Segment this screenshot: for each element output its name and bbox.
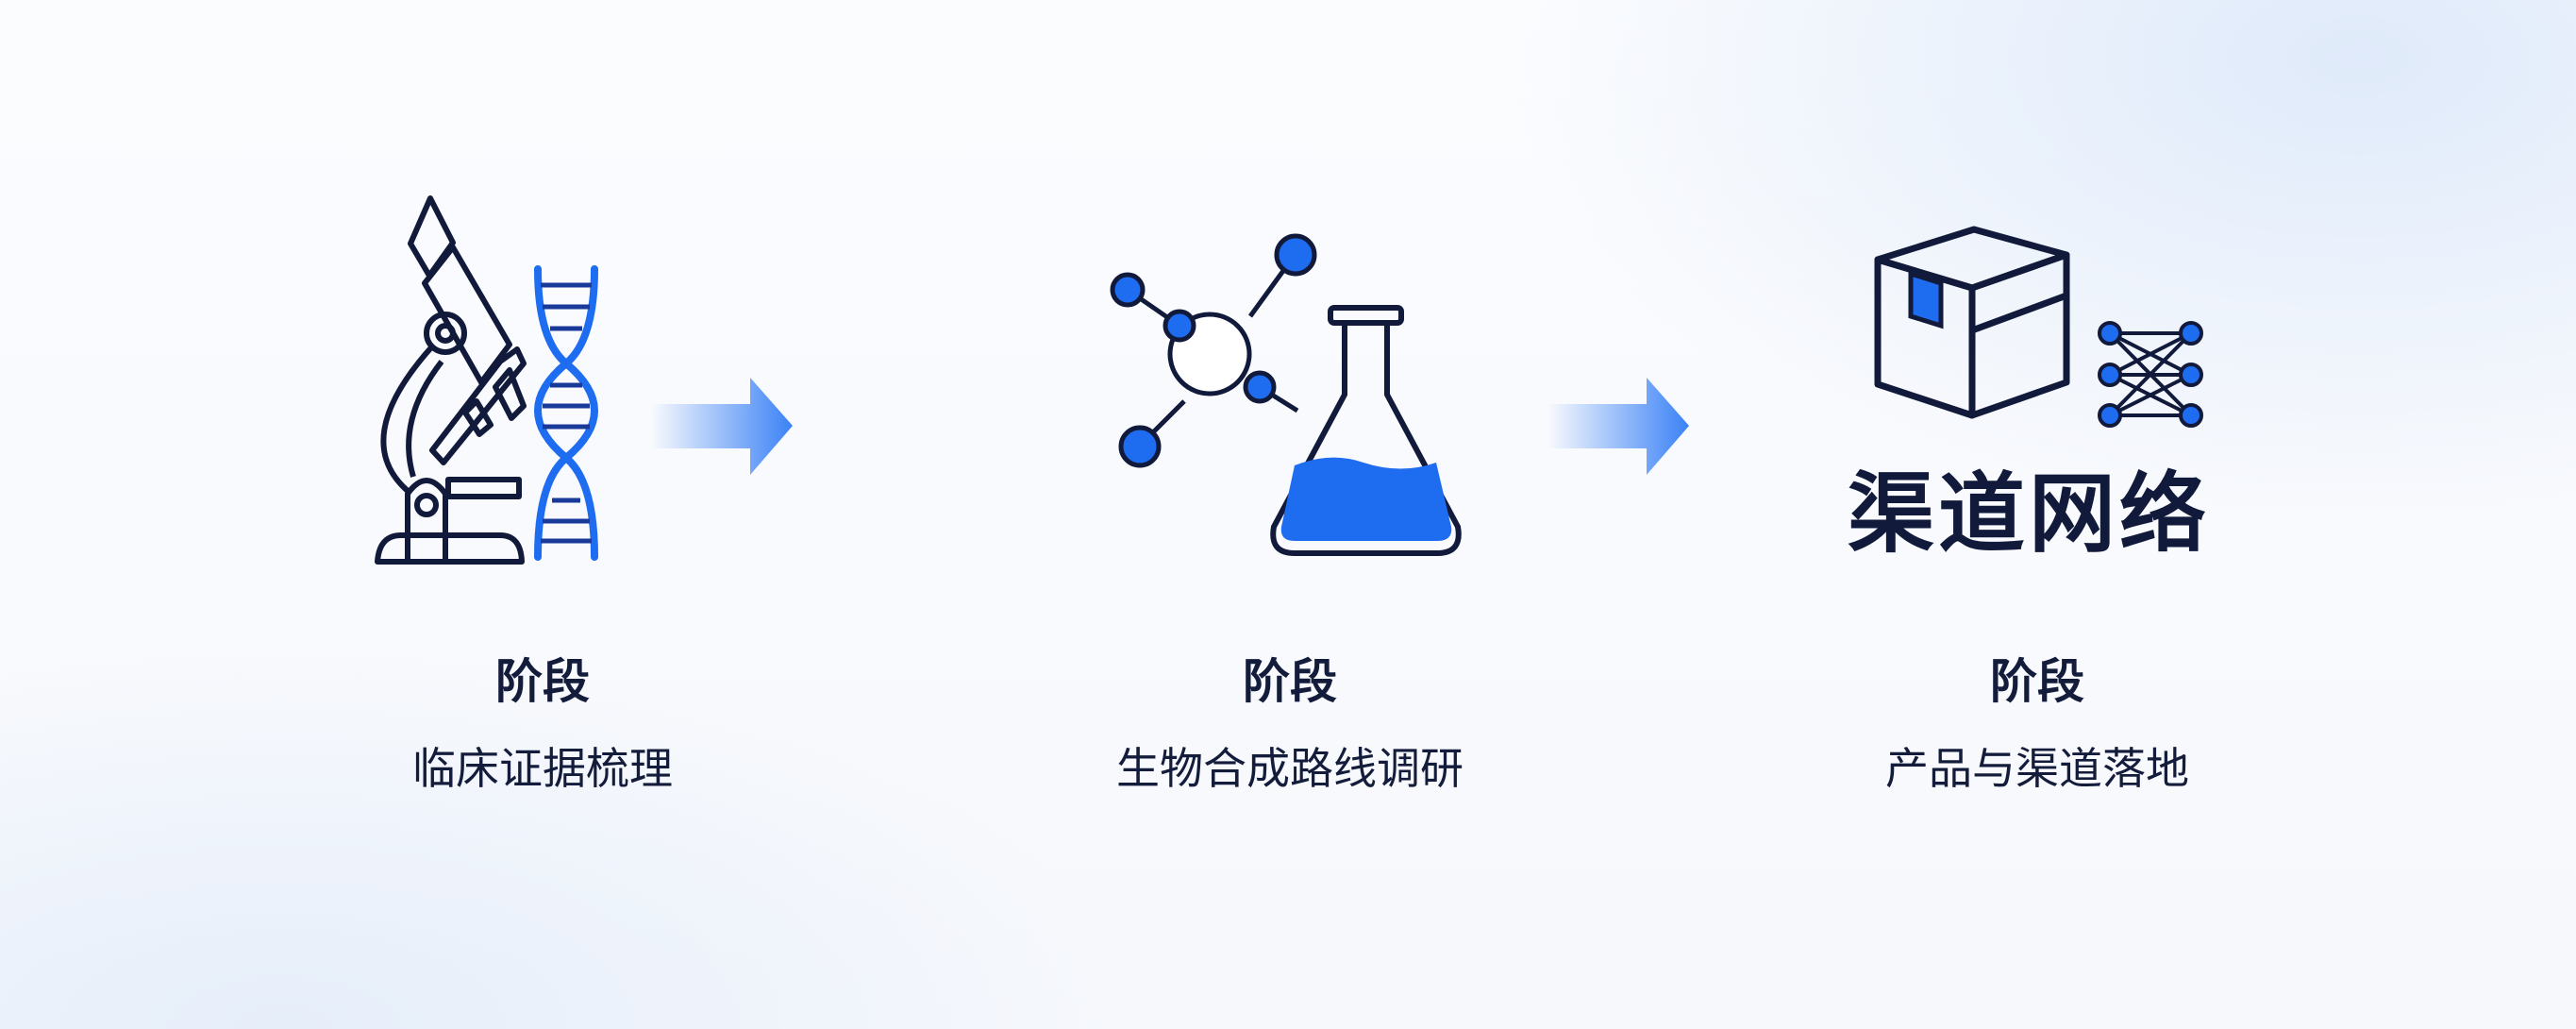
microscope-icon <box>375 195 527 565</box>
stage-3-subtitle: 产品与渠道落地 <box>1885 743 2189 794</box>
network-icon <box>2098 321 2203 428</box>
stage-1-title: 阶段 <box>495 654 590 709</box>
stage-1-subtitle: 临床证据梳理 <box>412 743 673 794</box>
box-icon <box>1874 226 2070 419</box>
molecule-icon <box>1110 233 1317 468</box>
stage-2-title: 阶段 <box>1243 654 1337 709</box>
flask-icon <box>1270 305 1462 556</box>
dna-icon <box>533 265 599 561</box>
stage-2-subtitle: 生物合成路线调研 <box>1116 743 1464 794</box>
stage-3-title: 阶段 <box>1990 654 2084 709</box>
arrow-right-icon <box>651 378 793 475</box>
arrow-right-icon <box>1547 378 1689 475</box>
channel-network-label: 渠道网络 <box>1848 464 2211 565</box>
